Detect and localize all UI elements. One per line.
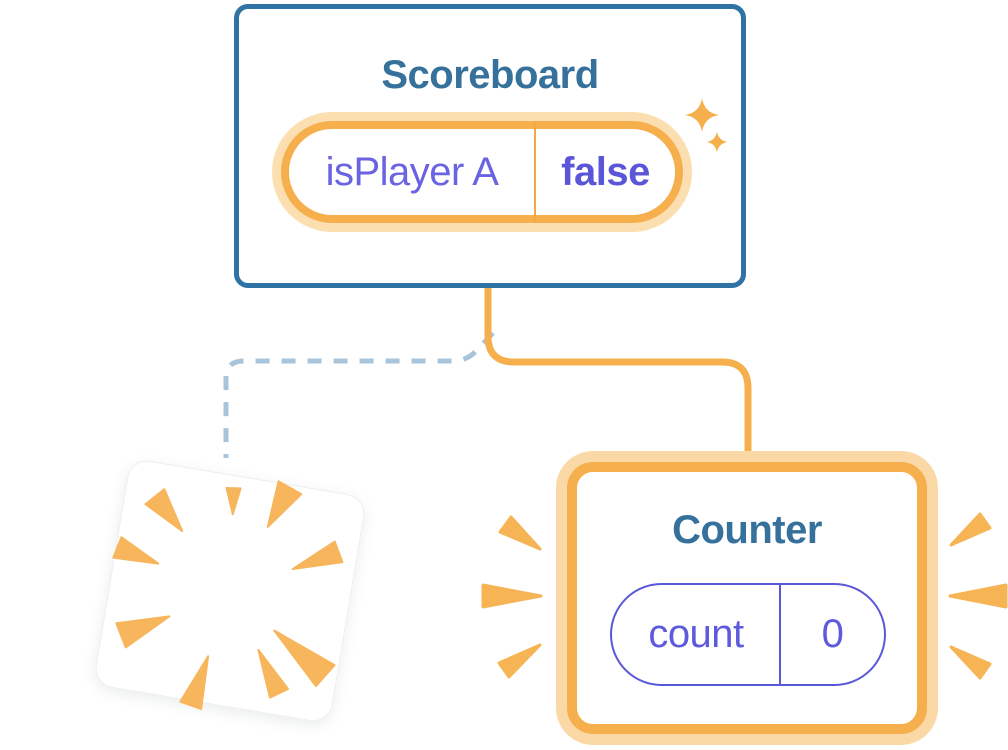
sparkle-icon: [706, 131, 728, 153]
scoreboard-card: Scoreboard isPlayer A false: [234, 4, 746, 288]
emphasis-mark: [497, 643, 542, 679]
emphasis-mark: [949, 645, 992, 680]
emphasis-mark: [949, 512, 992, 547]
state-value: false: [561, 149, 650, 194]
emphasis-mark: [481, 583, 543, 609]
counter-card: Counter count 0: [567, 462, 927, 734]
explosion-ray: [257, 648, 290, 699]
explosion-burst-icon: [112, 480, 344, 710]
sparkle-icon: [685, 98, 719, 132]
explosion-ray: [273, 629, 336, 688]
counter-state-pill: count 0: [610, 583, 886, 686]
emphasis-mark: [948, 583, 1008, 609]
explosion-ray: [266, 480, 303, 528]
removed-component-card: [92, 457, 368, 725]
removed-child-connector: [223, 331, 495, 458]
explosion-ray: [291, 540, 344, 571]
state-label: count: [648, 612, 744, 656]
state-value: 0: [821, 612, 844, 656]
explosion-ray: [179, 655, 210, 710]
explosion-ray: [115, 615, 171, 649]
emphasis-mark: [498, 515, 542, 551]
explosion-ray: [225, 487, 242, 516]
pill-divider: [779, 583, 781, 686]
parent-child-connector: [484, 280, 752, 462]
explosion-ray: [112, 536, 160, 565]
scoreboard-title: Scoreboard: [381, 53, 599, 97]
explosion-ray: [144, 488, 184, 533]
state-label: isPlayer A: [325, 149, 499, 194]
scoreboard-state-pill: isPlayer A false: [281, 121, 683, 223]
counter-title: Counter: [672, 508, 822, 552]
pill-divider: [534, 121, 536, 223]
